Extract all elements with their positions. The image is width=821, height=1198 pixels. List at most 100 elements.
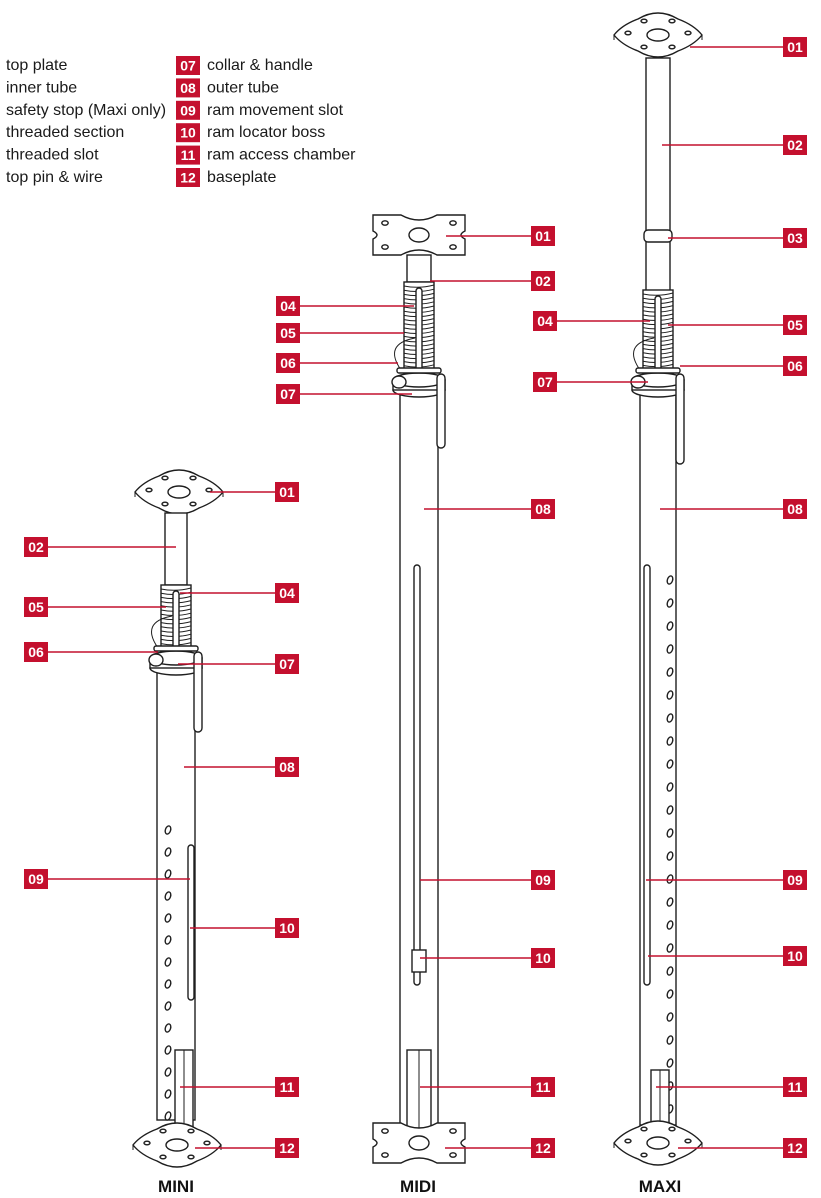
badge-number: 01 bbox=[787, 39, 803, 55]
badge-box bbox=[783, 315, 807, 335]
callout-mini-04: 04 bbox=[275, 583, 299, 603]
thread-line bbox=[160, 587, 192, 591]
callout-mini-08: 08 bbox=[275, 757, 299, 777]
maxi-baseplate bbox=[613, 1120, 703, 1166]
callout-mini-11: 11 bbox=[275, 1077, 299, 1097]
pin-hole bbox=[666, 621, 674, 631]
badge-number: 02 bbox=[28, 539, 44, 555]
tube-body bbox=[406, 254, 432, 283]
badge-number: 11 bbox=[280, 1079, 295, 1095]
tube-body bbox=[645, 57, 671, 301]
badge-number: 07 bbox=[180, 58, 196, 74]
top-plate-hole bbox=[165, 1138, 189, 1152]
callout-maxi-12: 12 bbox=[783, 1138, 807, 1158]
bolt-hole bbox=[161, 501, 169, 507]
badge-box bbox=[24, 642, 48, 662]
badge-number: 06 bbox=[787, 358, 803, 374]
bolt-hole bbox=[159, 1128, 167, 1134]
callout-midi-11: 11 bbox=[531, 1077, 555, 1097]
badge-box bbox=[783, 37, 807, 57]
legend-label: top plate bbox=[6, 57, 67, 74]
legend-item-07: 07 collar & handle bbox=[176, 56, 313, 75]
pin-hole bbox=[666, 1058, 674, 1068]
badge-box bbox=[531, 499, 555, 519]
callout-mini-07: 07 bbox=[275, 654, 299, 674]
pin-hole bbox=[164, 935, 172, 945]
legend-label: baseplate bbox=[207, 169, 276, 186]
badge-box bbox=[275, 482, 299, 502]
slot bbox=[643, 564, 651, 986]
midi-ram-slot bbox=[413, 564, 421, 986]
maxi-ram-slot bbox=[643, 564, 651, 986]
badge-number: 10 bbox=[279, 920, 295, 936]
badge-number: 05 bbox=[787, 317, 803, 333]
midi-ram-chamber bbox=[406, 1049, 432, 1141]
badge-box bbox=[275, 1138, 299, 1158]
maxi-top-plate bbox=[613, 12, 703, 58]
handle bbox=[436, 373, 446, 449]
legend-badge-11: 11 bbox=[176, 145, 200, 165]
pin-hole bbox=[666, 897, 674, 907]
pin-hole bbox=[666, 713, 674, 723]
mini-collar-handle bbox=[148, 615, 203, 733]
pin-hole bbox=[164, 957, 172, 967]
mini-inner-tube bbox=[164, 512, 188, 586]
legend-label: collar & handle bbox=[207, 57, 313, 74]
callout-midi-04: 04 bbox=[276, 296, 300, 316]
pin-hole bbox=[666, 943, 674, 953]
legend-badge-10: 10 bbox=[176, 123, 200, 143]
mini-ram-chamber bbox=[174, 1049, 194, 1131]
pin-hole bbox=[666, 851, 674, 861]
bolt-hole bbox=[668, 1152, 676, 1158]
callout-maxi-05: 05 bbox=[783, 315, 807, 335]
top-plate-edge bbox=[613, 35, 703, 40]
slot bbox=[413, 564, 421, 986]
callout-mini-01: 01 bbox=[275, 482, 299, 502]
pin-hole bbox=[164, 1089, 172, 1099]
callout-maxi-02: 02 bbox=[783, 135, 807, 155]
callout-maxi-07: 07 bbox=[533, 372, 557, 392]
legend-badge-09: 09 bbox=[176, 100, 200, 120]
midi-top-plate bbox=[372, 214, 466, 256]
badge-box bbox=[783, 870, 807, 890]
legend-label: outer tube bbox=[207, 79, 279, 96]
callout-maxi-03: 03 bbox=[783, 228, 807, 248]
mini-ram-slot bbox=[187, 844, 195, 1001]
bolt-hole bbox=[381, 220, 389, 226]
badge-box bbox=[275, 1077, 299, 1097]
bolt-hole bbox=[624, 1138, 632, 1144]
badge-number: 01 bbox=[279, 484, 295, 500]
badge-number: 05 bbox=[280, 325, 296, 341]
badge-box bbox=[176, 56, 200, 75]
midi-collar-handle bbox=[391, 337, 446, 449]
badge-box bbox=[24, 597, 48, 617]
badge-number: 10 bbox=[535, 950, 551, 966]
pin-hole bbox=[666, 782, 674, 792]
mini-pin-holes bbox=[164, 825, 172, 1121]
badge-box bbox=[24, 537, 48, 557]
badge-box bbox=[531, 1138, 555, 1158]
pin-hole bbox=[666, 828, 674, 838]
slot bbox=[187, 844, 195, 1001]
bolt-hole bbox=[449, 1128, 457, 1134]
badge-box bbox=[783, 499, 807, 519]
badge-number: 07 bbox=[537, 374, 553, 390]
legend-badge-12: 12 bbox=[176, 168, 200, 187]
bolt-hole bbox=[381, 1152, 389, 1158]
bolt-hole bbox=[640, 18, 648, 24]
badge-number: 02 bbox=[535, 273, 551, 289]
badge-box bbox=[176, 78, 200, 98]
bolt-hole bbox=[449, 1152, 457, 1158]
badge-number: 04 bbox=[280, 298, 296, 314]
badge-box bbox=[276, 353, 300, 373]
legend-item-06: top pin & wire bbox=[6, 169, 103, 186]
badge-box bbox=[533, 311, 557, 331]
variant-label-maxi: MAXI bbox=[639, 1177, 682, 1196]
top-pin bbox=[396, 367, 442, 374]
pin-hole bbox=[164, 979, 172, 989]
